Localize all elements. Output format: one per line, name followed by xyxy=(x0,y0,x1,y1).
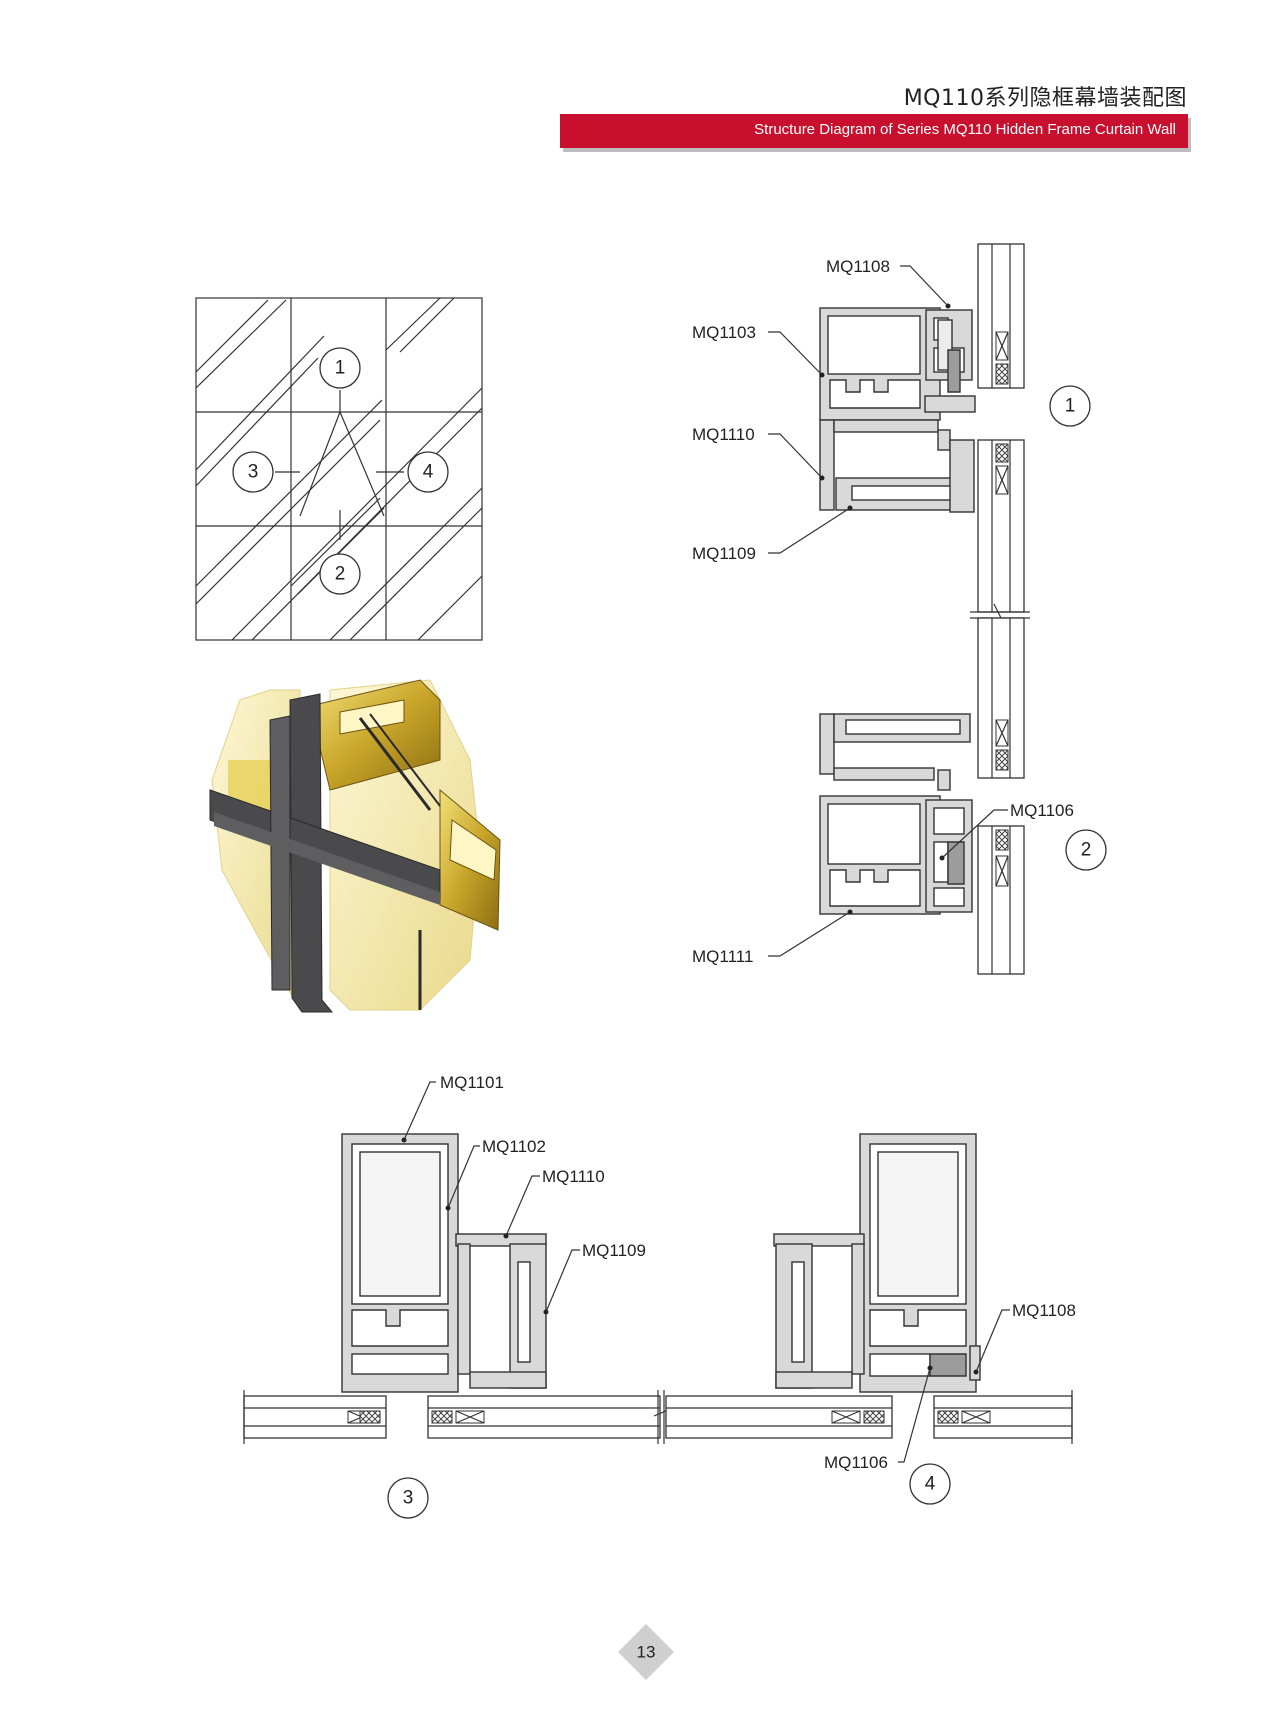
label-mq1103: MQ1103 xyxy=(692,323,756,342)
elevation-marker-4: 4 xyxy=(423,462,434,483)
label-mq1108-horizontal: MQ1108 xyxy=(1012,1301,1076,1320)
title-banner: Structure Diagram of Series MQ110 Hidden… xyxy=(560,114,1188,148)
section-marker-3: 3 xyxy=(403,1488,414,1509)
page-number-badge: 13 xyxy=(618,1624,674,1680)
label-mq1109-horizontal: MQ1109 xyxy=(582,1241,646,1260)
section-marker-1: 1 xyxy=(1065,396,1076,417)
label-mq1102: MQ1102 xyxy=(482,1137,546,1156)
horizontal-section: MQ1101 MQ1102 MQ1110 MQ1109 MQ1108 MQ110… xyxy=(243,1073,1076,1519)
section-marker-2: 2 xyxy=(1081,840,1092,861)
page-title-en: Structure Diagram of Series MQ110 Hidden… xyxy=(754,121,1176,138)
label-mq1110-horizontal: MQ1110 xyxy=(542,1167,605,1186)
isometric-render xyxy=(209,679,501,1013)
label-mq1106-horizontal: MQ1106 xyxy=(824,1453,888,1472)
elevation-marker-3: 3 xyxy=(248,462,259,483)
label-mq1109-vertical: MQ1109 xyxy=(692,544,756,563)
section-marker-4: 4 xyxy=(925,1474,936,1495)
page-title-cn: MQ110系列隐框幕墙装配图 xyxy=(903,86,1187,111)
vertical-section: MQ1108 MQ1103 MQ1110 MQ1109 MQ1106 MQ111… xyxy=(692,243,1107,975)
elevation-view: 1 3 4 2 xyxy=(195,297,483,641)
label-mq1101: MQ1101 xyxy=(440,1073,504,1092)
elevation-marker-1: 1 xyxy=(335,358,346,379)
label-mq1110-vertical: MQ1110 xyxy=(692,425,755,444)
label-mq1108-vertical: MQ1108 xyxy=(826,257,890,276)
label-mq1111: MQ1111 xyxy=(692,947,753,966)
elevation-marker-2: 2 xyxy=(335,564,346,585)
page-number: 13 xyxy=(637,1643,656,1662)
label-mq1106-vertical: MQ1106 xyxy=(1010,801,1074,820)
